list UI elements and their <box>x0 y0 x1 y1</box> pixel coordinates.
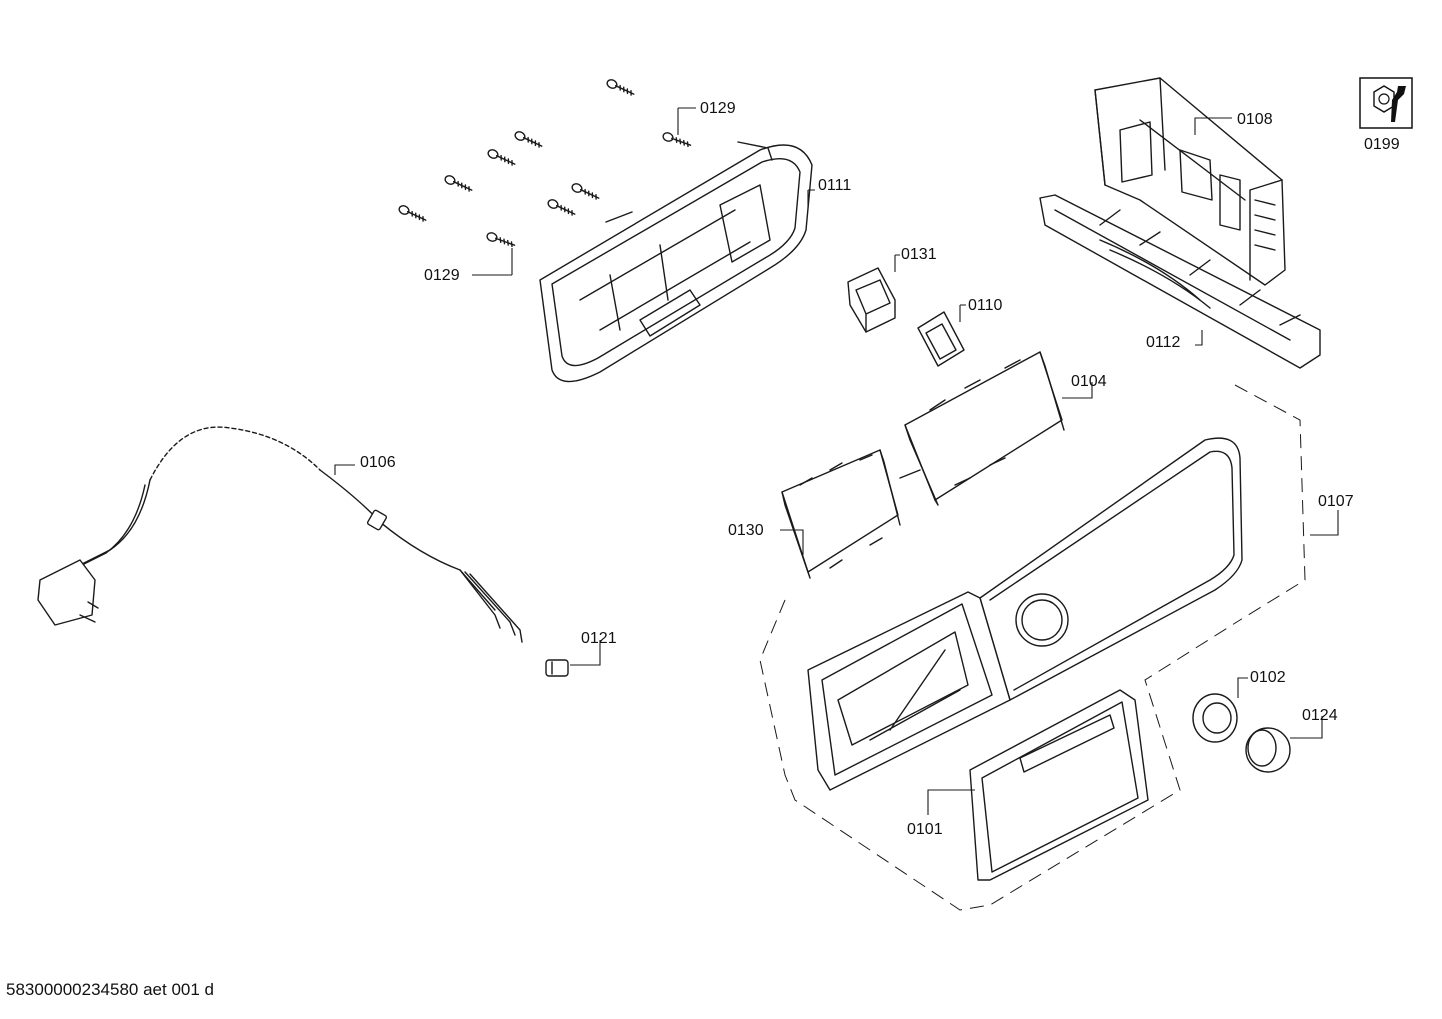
part-0130-board <box>781 449 901 579</box>
label-0108: 0108 <box>1237 111 1273 128</box>
label-0107: 0107 <box>1318 493 1354 510</box>
screws <box>398 79 692 248</box>
part-0108-module <box>1094 77 1286 286</box>
wrench-nut-icon <box>1359 77 1413 129</box>
part-0107-fascia <box>759 384 1306 911</box>
label-0110: 0110 <box>968 297 1003 314</box>
label-0112: 0112 <box>1146 334 1181 351</box>
label-0102: 0102 <box>1250 669 1286 686</box>
part-labels: 0129 0129 0111 0108 0112 0131 0110 0104 … <box>360 100 1400 838</box>
part-0121-clip <box>545 659 569 677</box>
label-0130: 0130 <box>728 522 764 539</box>
label-0106: 0106 <box>360 454 396 471</box>
part-0110-board <box>917 311 965 367</box>
label-0131: 0131 <box>901 246 937 263</box>
drawing-id: 58300000234580 aet 001 d <box>6 980 214 999</box>
label-0104: 0104 <box>1071 373 1107 390</box>
part-0104-board <box>899 351 1065 506</box>
part-0102-ring <box>1192 693 1238 743</box>
label-0129-bottom: 0129 <box>424 267 460 284</box>
part-0106-cable <box>37 426 523 643</box>
label-0111: 0111 <box>818 177 851 194</box>
part-0131-connector <box>847 267 896 333</box>
part-0112-bracket <box>1039 194 1321 369</box>
label-0199: 0199 <box>1364 136 1400 153</box>
label-0121: 0121 <box>581 630 617 647</box>
part-0101-handle <box>969 689 1149 881</box>
part-0124-knob <box>1245 727 1291 773</box>
label-0101: 0101 <box>907 821 943 838</box>
label-0124: 0124 <box>1302 707 1338 724</box>
leader-lines <box>334 107 1339 815</box>
label-0129-top: 0129 <box>700 100 736 117</box>
part-0111-frame <box>539 141 813 383</box>
